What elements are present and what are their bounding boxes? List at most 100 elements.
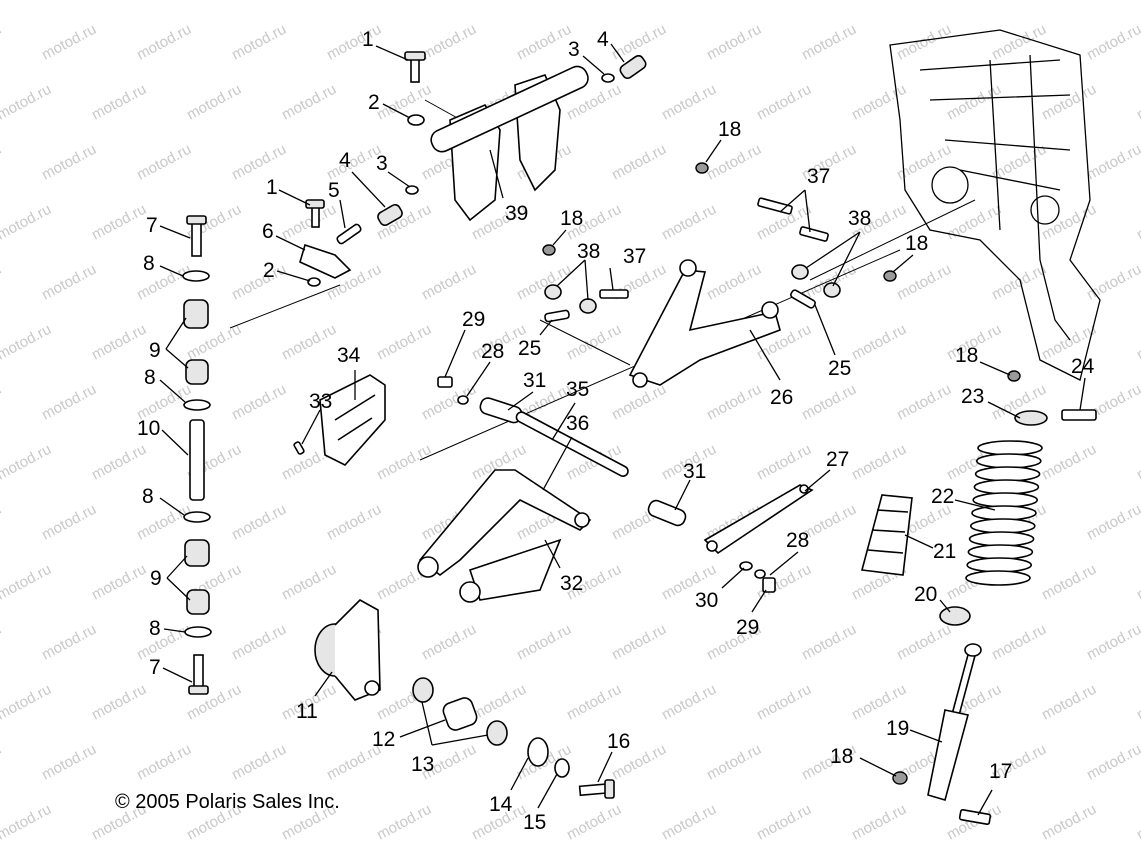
part-washer-28a bbox=[457, 395, 469, 405]
callout-3: 3 bbox=[376, 152, 388, 175]
watermark-text: motod.ru bbox=[0, 261, 4, 304]
watermark-text: motod.ru bbox=[89, 681, 149, 724]
part-washer-8c bbox=[183, 511, 211, 523]
part-nut-2b bbox=[307, 277, 321, 287]
watermark-text: motod.ru bbox=[279, 81, 339, 124]
watermark-text: motod.ru bbox=[659, 681, 719, 724]
watermark-text: motod.ru bbox=[39, 501, 99, 544]
callout-31: 31 bbox=[683, 460, 706, 483]
watermark-text: motod.ru bbox=[799, 21, 859, 64]
part-bushing-4a bbox=[619, 54, 647, 80]
callout-11: 11 bbox=[296, 700, 318, 723]
watermark-text: motod.ru bbox=[704, 141, 764, 184]
part-bolt-37a bbox=[599, 289, 629, 299]
watermark-text: motod.ru bbox=[1134, 681, 1141, 724]
watermark-text: motod.ru bbox=[0, 201, 54, 244]
watermark-text: motod.ru bbox=[374, 801, 434, 844]
part-washer-14 bbox=[527, 737, 549, 767]
part-nut-18c bbox=[883, 270, 897, 282]
spring-coil bbox=[968, 531, 1035, 547]
watermark-text: motod.ru bbox=[944, 81, 1004, 124]
watermark-text: motod.ru bbox=[849, 441, 909, 484]
callout-28: 28 bbox=[786, 529, 809, 552]
callout-7: 7 bbox=[146, 214, 158, 237]
watermark-text: motod.ru bbox=[279, 321, 339, 364]
watermark-text: motod.ru bbox=[944, 201, 1004, 244]
watermark-text: motod.ru bbox=[1134, 201, 1141, 244]
callout-18: 18 bbox=[905, 232, 928, 255]
watermark-text: motod.ru bbox=[894, 21, 954, 64]
callout-31: 31 bbox=[523, 369, 546, 392]
part-shock-19 bbox=[927, 643, 982, 801]
callout-27: 27 bbox=[826, 448, 849, 471]
part-bolt-7b bbox=[188, 654, 209, 695]
watermark-text: motod.ru bbox=[89, 561, 149, 604]
part-bolt-1b bbox=[305, 199, 325, 228]
watermark-text: motod.ru bbox=[374, 0, 434, 4]
callout-18: 18 bbox=[718, 118, 741, 141]
spring-coil bbox=[969, 518, 1036, 534]
watermark-text: motod.ru bbox=[0, 501, 4, 544]
callout-30: 30 bbox=[695, 589, 718, 612]
callout-4: 4 bbox=[339, 149, 351, 172]
watermark-text: motod.ru bbox=[229, 21, 289, 64]
watermark-text: motod.ru bbox=[754, 681, 814, 724]
callout-6: 6 bbox=[262, 220, 274, 243]
part-pin-5 bbox=[336, 223, 362, 245]
spring-coil bbox=[974, 466, 1041, 482]
watermark-text: motod.ru bbox=[419, 261, 479, 304]
watermark-text: motod.ru bbox=[894, 381, 954, 424]
callout-33: 33 bbox=[309, 390, 332, 413]
leader-lines bbox=[159, 43, 1086, 816]
part-bolt-7a bbox=[186, 215, 207, 257]
watermark-text: motod.ru bbox=[374, 441, 434, 484]
watermark-text: motod.ru bbox=[0, 441, 54, 484]
watermark-text: motod.ru bbox=[989, 261, 1049, 304]
callout-36: 36 bbox=[566, 412, 589, 435]
watermark-text: motod.ru bbox=[659, 81, 719, 124]
watermark-text: motod.ru bbox=[1039, 441, 1099, 484]
part-nut-18d bbox=[1007, 370, 1021, 382]
part-oring-3b bbox=[405, 185, 419, 195]
watermark-text: motod.ru bbox=[0, 141, 4, 184]
callout-9: 9 bbox=[150, 567, 162, 590]
watermark-text: motod.ru bbox=[419, 21, 479, 64]
part-guard-34 bbox=[319, 374, 386, 466]
callout-37: 37 bbox=[623, 245, 646, 268]
watermark-text: motod.ru bbox=[514, 621, 574, 664]
watermark-text: motod.ru bbox=[324, 501, 384, 544]
part-washer-15 bbox=[554, 758, 570, 778]
part-bushing-38a2 bbox=[579, 298, 597, 314]
callout-7: 7 bbox=[149, 656, 161, 679]
callout-38: 38 bbox=[848, 207, 871, 230]
part-oring-3a bbox=[601, 73, 615, 83]
watermark-text: motod.ru bbox=[1084, 21, 1141, 64]
spring-coil bbox=[967, 544, 1034, 560]
callout-24: 24 bbox=[1071, 355, 1095, 378]
watermark-text: motod.ru bbox=[0, 621, 4, 664]
watermark-text: motod.ru bbox=[1039, 681, 1099, 724]
watermark-text: motod.ru bbox=[1039, 201, 1099, 244]
watermark-text: motod.ru bbox=[754, 0, 814, 4]
callout-8: 8 bbox=[142, 485, 154, 508]
callout-1: 1 bbox=[362, 28, 374, 51]
copyright-text: © 2005 Polaris Sales Inc. bbox=[115, 791, 340, 813]
watermark-text: motod.ru bbox=[1084, 621, 1141, 664]
watermark-text: motod.ru bbox=[0, 561, 54, 604]
part-washer-8d bbox=[184, 626, 212, 638]
callout-13: 13 bbox=[411, 753, 434, 776]
part-bolt-37c bbox=[799, 226, 829, 242]
part-bushing-9b bbox=[184, 539, 210, 615]
spring-coil bbox=[972, 492, 1039, 508]
watermark-text: motod.ru bbox=[89, 81, 149, 124]
part-screw-33 bbox=[293, 441, 305, 455]
part-shaft-35 bbox=[515, 411, 629, 477]
spring-coil bbox=[971, 505, 1037, 521]
watermark-text: motod.ru bbox=[374, 81, 434, 124]
part-pin-25a bbox=[544, 309, 570, 323]
callout-8: 8 bbox=[149, 617, 161, 640]
callout-29: 29 bbox=[462, 308, 485, 331]
callout-1: 1 bbox=[266, 176, 278, 199]
watermark-text: motod.ru bbox=[1084, 141, 1141, 184]
watermark-text: motod.ru bbox=[894, 261, 954, 304]
